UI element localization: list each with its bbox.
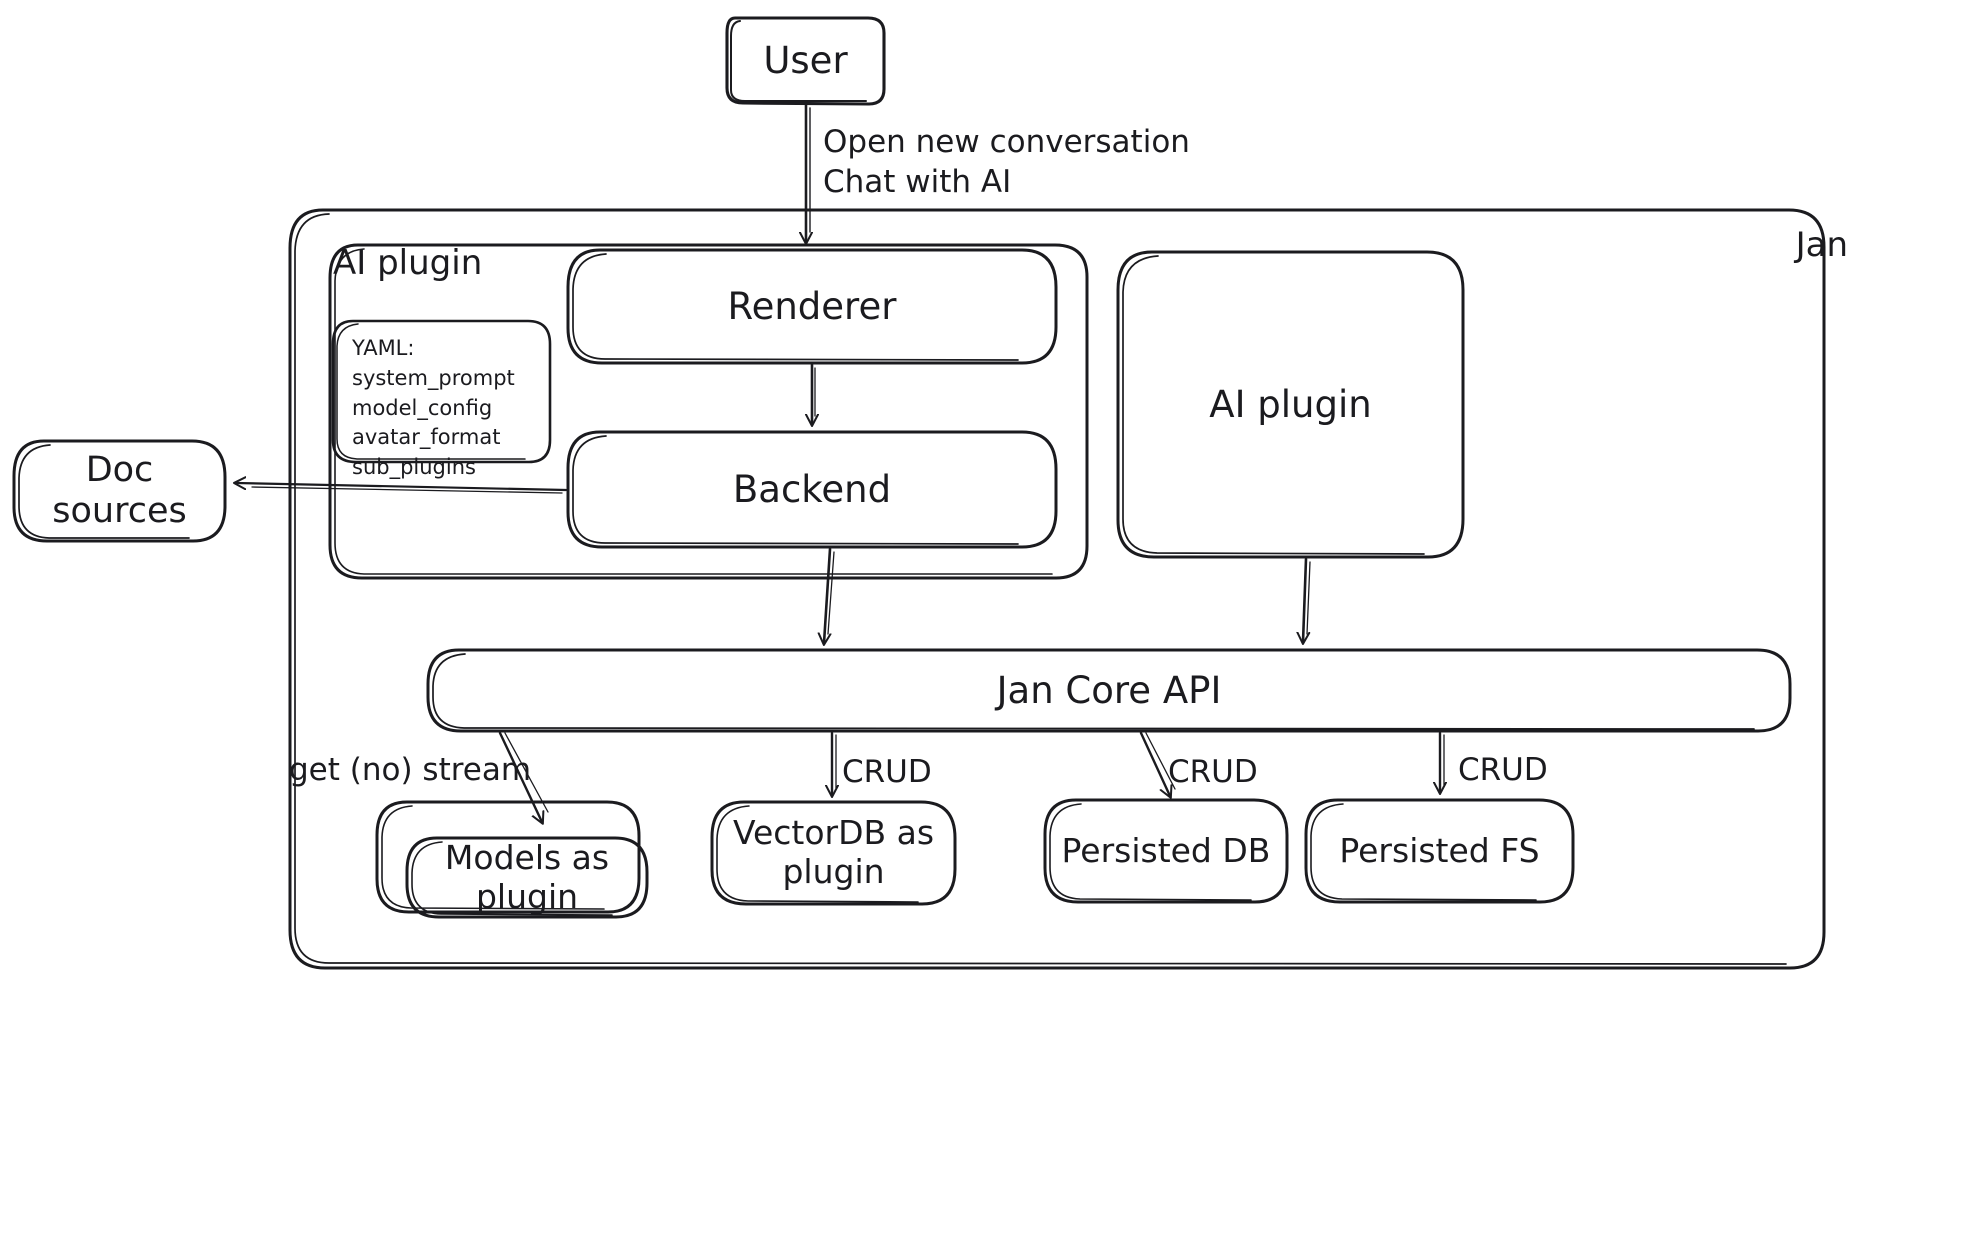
jan-container-stroke: [288, 208, 1826, 970]
edge-ai-plugin-to-core-api: [1303, 557, 1311, 642]
ai-plugin-group-stroke: [328, 243, 1089, 580]
doc-sources-box-stroke: [12, 439, 227, 543]
edge-renderer-to-backend: [812, 363, 815, 424]
edge-core-api-to-models: [498, 731, 549, 822]
persisted-db-box-stroke: [1043, 798, 1289, 904]
ai-plugin-node[interactable]: [1118, 252, 1463, 557]
user-node[interactable]: [727, 18, 884, 104]
yaml-config-card[interactable]: [333, 321, 550, 462]
jan-core-api-box-stroke: [426, 648, 1792, 733]
yaml-card-stroke: [331, 319, 552, 464]
backend-box-stroke: [566, 430, 1058, 549]
persisted-fs-box-stroke: [1304, 798, 1575, 904]
edge-backend-to-doc-sources: [236, 483, 568, 494]
user-box-stroke: [725, 16, 886, 106]
edge-core-api-to-persisted-db: [1139, 731, 1176, 796]
renderer-box-stroke: [566, 248, 1058, 365]
backend-node[interactable]: [568, 432, 1056, 547]
models-as-plugin-node[interactable]: [377, 802, 647, 917]
renderer-node[interactable]: [568, 250, 1056, 363]
edge-backend-to-core-api: [824, 547, 835, 643]
models-as-plugin-front-box-stroke: [405, 836, 649, 919]
persisted-db-node[interactable]: [1045, 800, 1287, 902]
jan-core-api-node[interactable]: [428, 650, 1790, 731]
vectordb-as-plugin-node[interactable]: [712, 802, 955, 904]
edge-core-api-to-vectordb: [832, 731, 836, 795]
edge-user-to-renderer: [806, 103, 810, 242]
persisted-fs-node[interactable]: [1306, 800, 1573, 902]
models-as-plugin-back-box-stroke: [375, 800, 641, 914]
vectordb-as-plugin-box-stroke: [710, 800, 957, 906]
doc-sources-node[interactable]: [14, 441, 225, 541]
edge-core-api-to-persisted-fs: [1440, 731, 1444, 792]
ai-plugin-box-stroke: [1116, 250, 1465, 559]
